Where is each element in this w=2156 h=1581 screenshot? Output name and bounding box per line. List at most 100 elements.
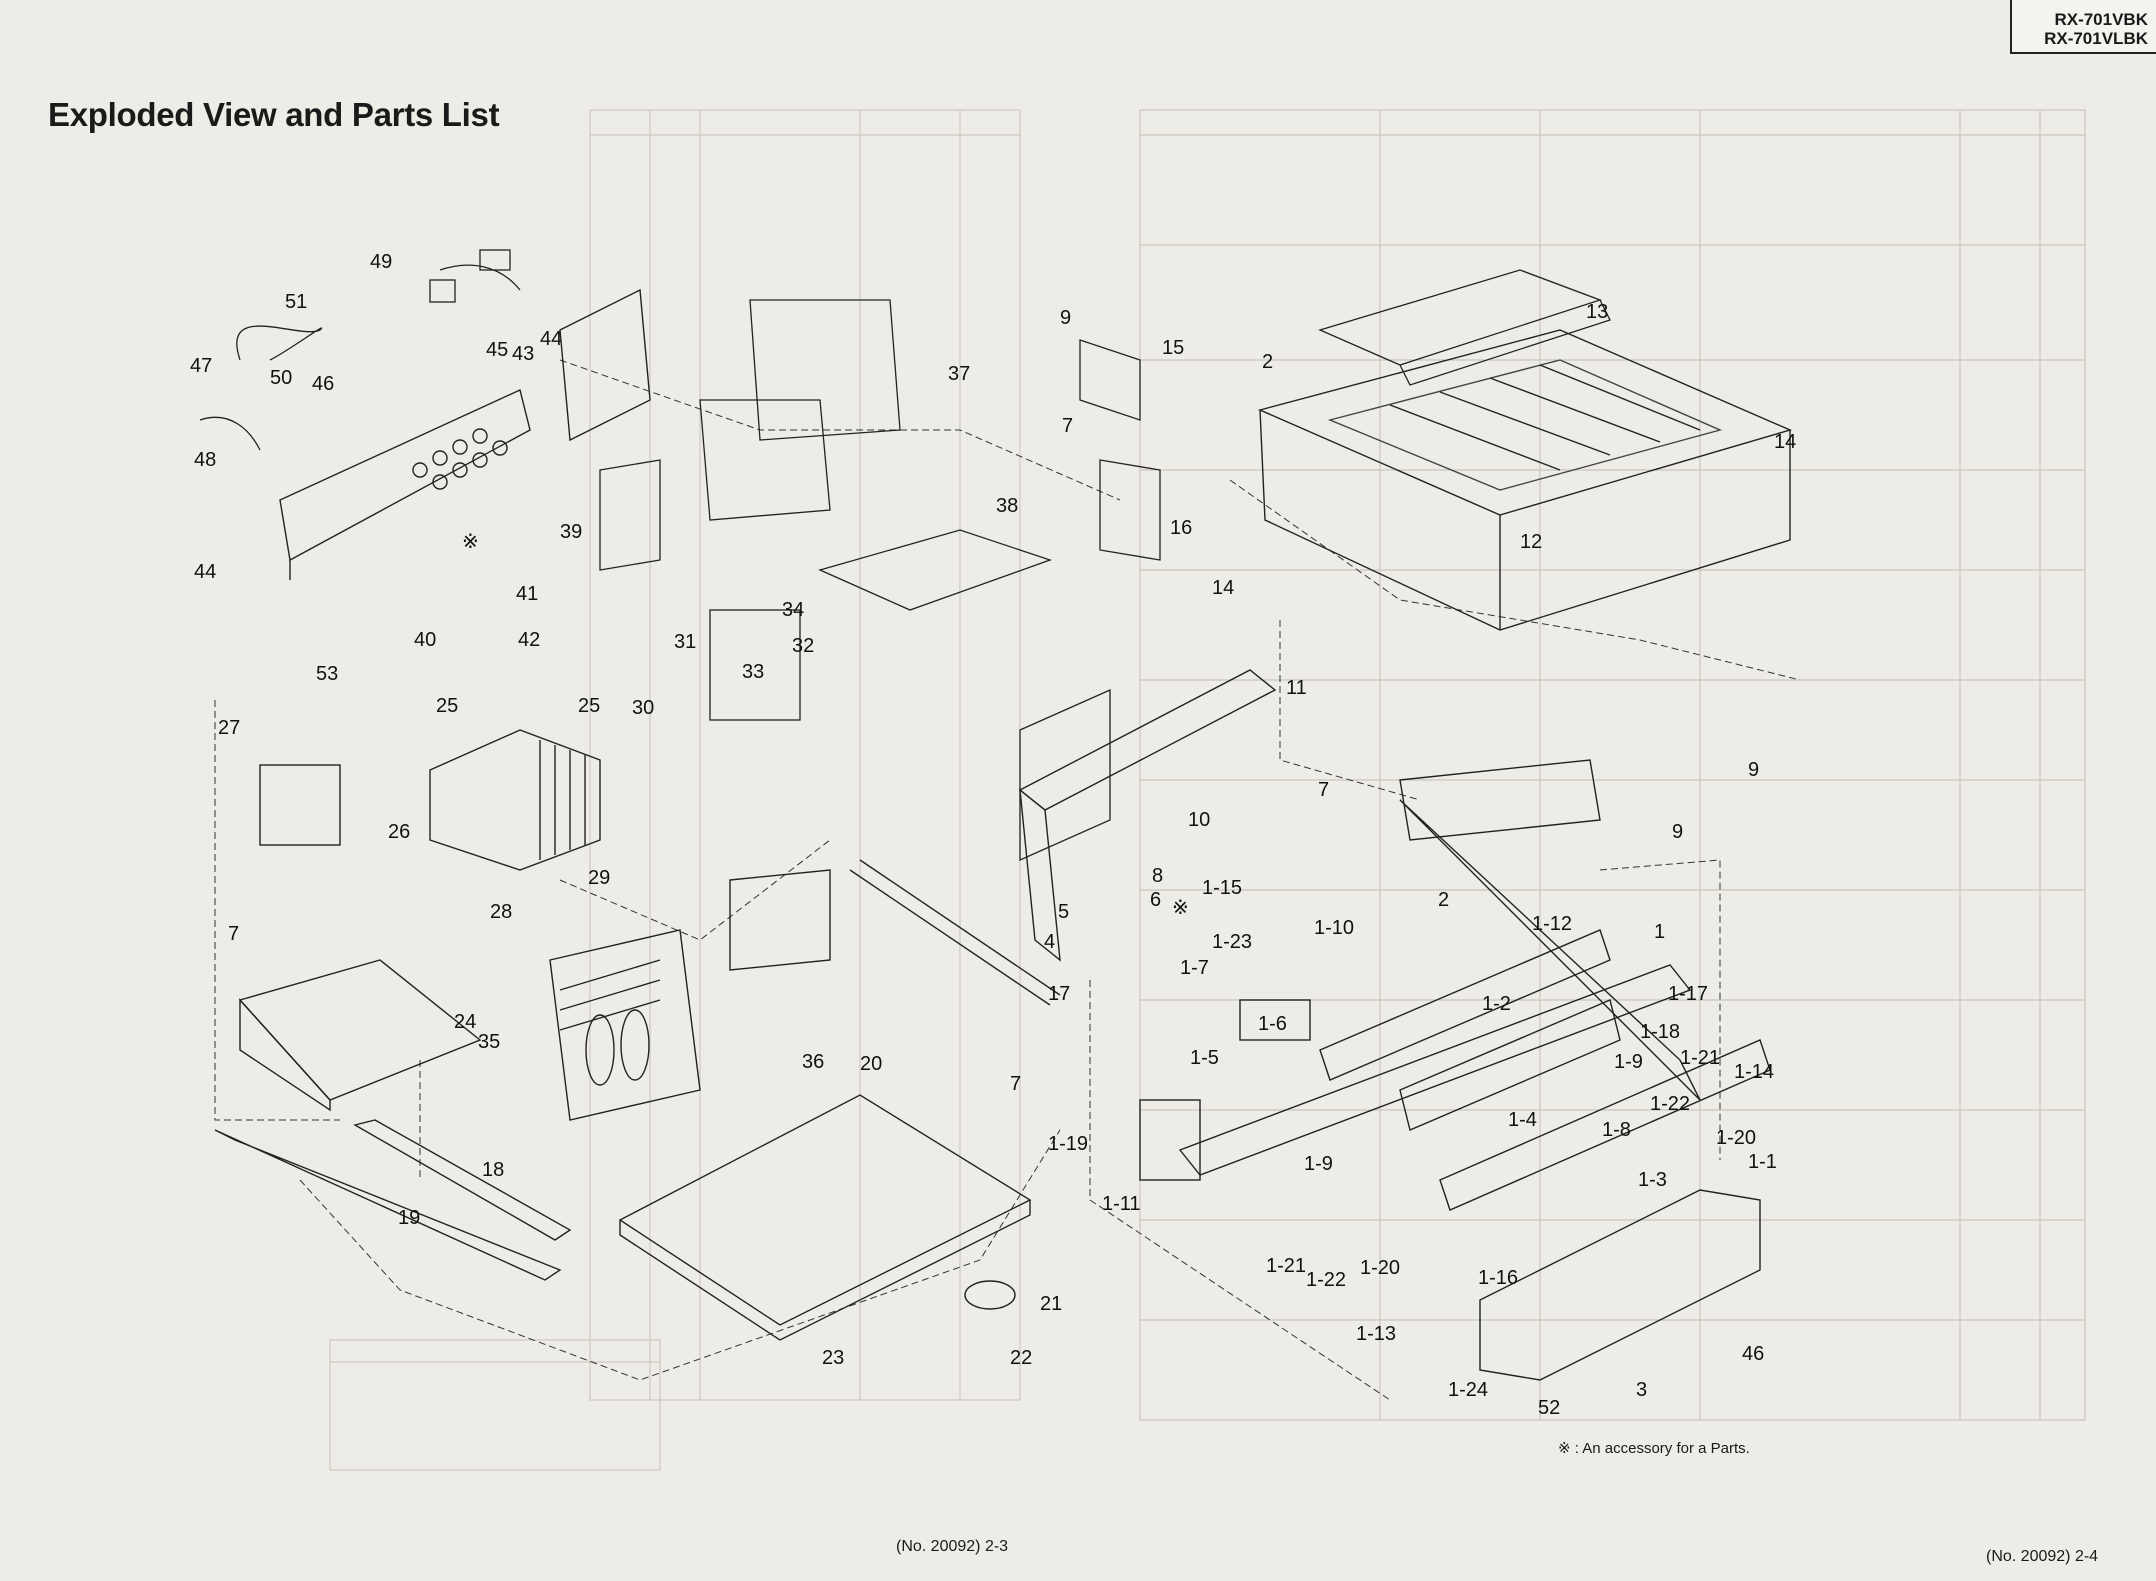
callout-1-5: 1-5 [1190,1047,1219,1069]
callout-1-20b: 1-20 [1360,1257,1400,1279]
callout-39: 39 [560,521,582,543]
callout-1-21a: 1-21 [1680,1047,1720,1069]
top-cover-part-12 [1257,329,1793,631]
callout-7b: 7 [1318,779,1329,801]
callout-48: 48 [194,449,216,471]
callout-1-6: 1-6 [1258,1013,1287,1035]
callout-42: 42 [518,629,540,651]
callout-1-13: 1-13 [1356,1323,1396,1345]
callout-1-11: 1-11 [1102,1193,1141,1215]
callout-34: 34 [782,599,804,621]
callout-1-10: 1-10 [1314,917,1354,939]
callout-25: 25 [436,695,458,717]
callout-1-7: 1-7 [1180,957,1209,979]
callout-22: 22 [1010,1347,1032,1369]
rear-panel [279,288,651,580]
power-cords [199,249,521,451]
callout-9b: 9 [1748,759,1759,781]
callout-27: 27 [218,717,240,739]
callout-1-14: 1-14 [1734,1061,1774,1083]
callout-21: 21 [1040,1293,1062,1315]
model-number-2: RX-701VLBK [2044,29,2148,48]
callout-1-3: 1-3 [1638,1169,1667,1191]
callout-31: 31 [674,631,696,653]
show-through-table-right [1139,109,2086,1421]
callout-2b: 2 [1438,889,1449,911]
callout-33: 33 [742,661,764,683]
callout-1: 1 [1654,921,1665,943]
callout-16: 16 [1170,517,1192,539]
callout-labels: 51 49 47 50 46 45 44 43 48 44 39 41 40 4… [190,251,1796,1419]
callout-46: 46 [312,373,334,395]
callout-1-9b: 1-9 [1304,1153,1333,1175]
callout-accessory-b: ※ [1172,897,1189,919]
callout-1-18: 1-18 [1640,1021,1680,1043]
callout-6: 6 [1150,889,1161,911]
callout-10: 10 [1188,809,1210,831]
show-through-table-left [329,109,1021,1471]
bottom-chassis [214,859,1061,1341]
power-section [259,729,831,1121]
callout-23: 23 [822,1347,844,1369]
callout-51: 51 [285,291,307,313]
callout-49: 49 [370,251,392,273]
callout-28: 28 [490,901,512,923]
callout-13: 13 [1586,301,1608,323]
callout-7a: 7 [1062,415,1073,437]
callout-44b: 44 [194,561,216,583]
callout-38: 38 [996,495,1018,517]
callout-20: 20 [860,1053,882,1075]
callout-52: 52 [1538,1397,1560,1419]
callout-11: 11 [1286,677,1307,699]
callout-9a: 9 [1060,307,1071,329]
callout-1-15: 1-15 [1202,877,1242,899]
callout-12: 12 [1520,531,1542,553]
callout-43: 43 [512,343,534,365]
callout-1-2: 1-2 [1482,993,1511,1015]
callout-14b: 14 [1212,577,1234,599]
callout-17: 17 [1048,983,1070,1005]
callout-2a: 2 [1262,351,1273,373]
assembly-guide-lines [214,359,1801,1401]
model-number-1: RX-701VBK [2054,10,2148,29]
callout-50: 50 [270,367,292,389]
callout-37: 37 [948,363,970,385]
model-number-box: RX-701VBK RX-701VLBK [2010,0,2156,54]
callout-26: 26 [388,821,410,843]
callout-7c: 7 [1010,1073,1021,1095]
callout-1-4: 1-4 [1508,1109,1537,1131]
callout-1-9a: 1-9 [1614,1051,1643,1073]
callout-35: 35 [478,1031,500,1053]
callout-15: 15 [1162,337,1184,359]
callout-7d: 7 [228,923,239,945]
callout-3: 3 [1636,1379,1647,1401]
callout-24: 24 [454,1011,476,1033]
callout-accessory: ※ [462,531,479,553]
callout-40: 40 [414,629,436,651]
callout-1-1: 1-1 [1748,1151,1777,1173]
callout-9c: 9 [1672,821,1683,843]
callout-1-20a: 1-20 [1716,1127,1756,1149]
callout-14: 14 [1774,431,1796,453]
callout-36: 36 [802,1051,824,1073]
callout-5: 5 [1058,901,1069,923]
page-number-right: (No. 20092) 2-4 [1986,1548,2099,1565]
callout-32: 32 [792,635,814,657]
callout-44: 44 [540,328,562,350]
callout-1-24: 1-24 [1448,1379,1488,1401]
callout-8: 8 [1152,865,1163,887]
front-panel-callouts: 1-15 1-23 1-10 1-12 1-7 1-6 1-2 1-17 1-1… [1048,877,1777,1401]
circuit-boards [599,299,1161,862]
callout-29: 29 [588,867,610,889]
callout-18: 18 [482,1159,504,1181]
callout-1-22b: 1-22 [1306,1269,1346,1291]
callout-1-8: 1-8 [1602,1119,1631,1141]
callout-53: 53 [316,663,338,685]
callout-45: 45 [486,339,508,361]
callout-1-22a: 1-22 [1650,1093,1690,1115]
callout-1-12: 1-12 [1532,913,1572,935]
accessory-note: ※ : An accessory for a Parts. [1558,1440,1750,1457]
callout-30: 30 [632,697,654,719]
